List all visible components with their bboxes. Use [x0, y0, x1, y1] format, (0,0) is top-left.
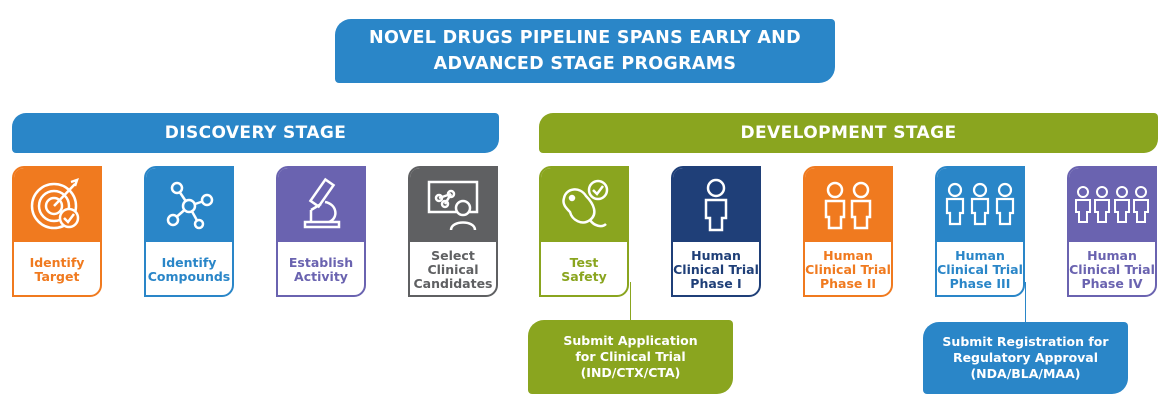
- four-people-icon: [1069, 168, 1155, 242]
- card-label-line: Activity: [294, 268, 348, 284]
- card-label-line: Clinical: [427, 261, 479, 277]
- title-line-2: ADVANCED STAGE PROGRAMS: [433, 54, 737, 74]
- card-label-line: Phase III: [949, 275, 1011, 291]
- diagram-title: NOVEL DRUGS PIPELINE SPANS EARLY AND ADV…: [335, 19, 835, 83]
- card-label-line: Clinical Trial: [805, 261, 891, 277]
- card-label-line: Clinical Trial: [1069, 261, 1155, 277]
- callout-line: Submit Application: [563, 333, 698, 348]
- callout-line: (IND/CTX/CTA): [580, 365, 681, 380]
- molecule-icon: [146, 168, 232, 242]
- card-label-line: Phase I: [690, 275, 742, 291]
- card-label-line: Clinical Trial: [937, 261, 1023, 277]
- card-label-line: Candidates: [413, 275, 493, 291]
- card-label-line: Compounds: [147, 268, 231, 284]
- clinical-trial-application-callout: Submit Application for Clinical Trial (I…: [528, 320, 733, 394]
- target-icon: [14, 168, 100, 242]
- callout-line: Regulatory Approval: [952, 350, 1099, 365]
- microscope-icon: [278, 168, 364, 242]
- callout-line: Submit Registration for: [942, 334, 1109, 349]
- card-label-line: Human: [1087, 247, 1137, 263]
- card-label-line: Human: [823, 247, 873, 263]
- card-label-line: Identify: [161, 254, 217, 270]
- card-label-line: Target: [34, 268, 80, 284]
- person-icon: [673, 168, 759, 242]
- two-people-icon: [805, 168, 891, 242]
- development-stage-label: DEVELOPMENT STAGE: [740, 123, 957, 143]
- regulatory-registration-callout: Submit Registration for Regulatory Appro…: [923, 322, 1128, 394]
- presentation-icon: [410, 168, 496, 242]
- card-label-line: Establish: [288, 254, 354, 270]
- mouse-check-icon: [541, 168, 627, 242]
- application-connector: [630, 282, 631, 320]
- discovery-stage-label: DISCOVERY STAGE: [164, 123, 347, 143]
- discovery-stage-banner: DISCOVERY STAGE: [12, 113, 499, 153]
- card-label-line: Identify: [29, 254, 85, 270]
- card-label-line: Select: [431, 247, 475, 263]
- card-label-line: Test: [569, 254, 599, 270]
- title-line-1: NOVEL DRUGS PIPELINE SPANS EARLY AND: [369, 28, 801, 48]
- card-label-line: Human: [691, 247, 741, 263]
- registration-connector: [1025, 282, 1026, 322]
- card-label-line: Safety: [561, 268, 607, 284]
- development-stage-banner: DEVELOPMENT STAGE: [539, 113, 1158, 153]
- callout-line: for Clinical Trial: [575, 349, 686, 364]
- card-label-line: Phase IV: [1081, 275, 1143, 291]
- card-label-line: Clinical Trial: [673, 261, 759, 277]
- three-people-icon: [937, 168, 1023, 242]
- card-label-line: Phase II: [819, 275, 877, 291]
- callout-line: (NDA/BLA/MAA): [970, 366, 1081, 381]
- card-label-line: Human: [955, 247, 1005, 263]
